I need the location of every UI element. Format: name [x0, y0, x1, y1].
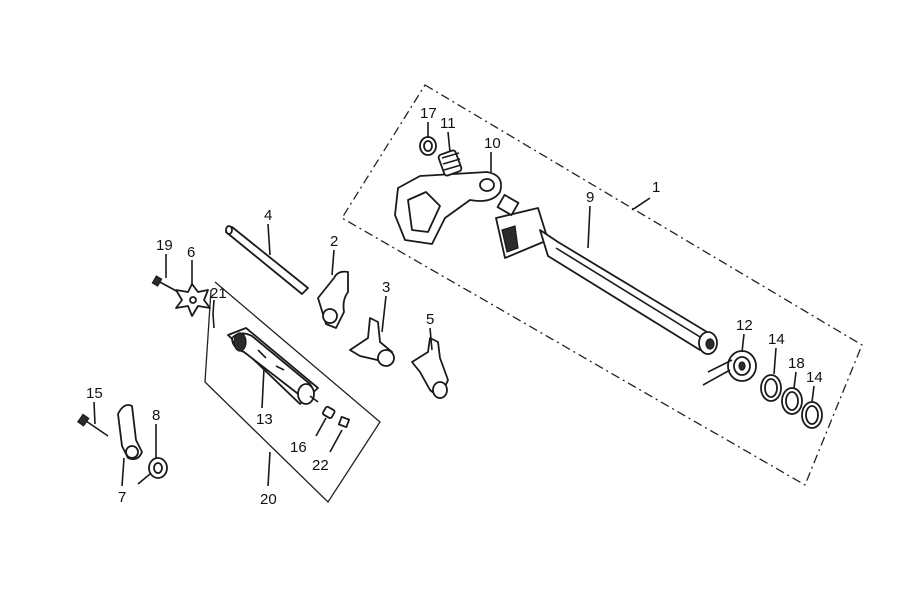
- callout-8: 8: [152, 407, 160, 424]
- shift-fork-part-5: [411, 337, 449, 399]
- callout-17: 17: [420, 105, 437, 122]
- callout-19: 19: [156, 237, 173, 254]
- fork-shaft-part-4: [225, 225, 309, 295]
- shift-fork-part-2: [317, 270, 349, 329]
- callout-2: 2: [330, 233, 338, 250]
- washer-part-18: [781, 387, 803, 415]
- callout-12: 12: [736, 317, 753, 334]
- leader-lines: [93, 122, 815, 487]
- washer-part-14b: [801, 401, 823, 429]
- callout-1: 1: [652, 179, 660, 196]
- block-part-22: [337, 415, 351, 429]
- callout-14a: 14: [768, 331, 785, 348]
- callout-3: 3: [382, 279, 390, 296]
- shift-arm-part-10: [394, 171, 502, 245]
- callout-21: 21: [210, 285, 227, 302]
- group-20-outline: [204, 281, 381, 504]
- shift-lever-part-7: [117, 404, 143, 461]
- callout-14b: 14: [806, 369, 823, 386]
- callout-15: 15: [86, 385, 103, 402]
- callout-labels: 1 2 3 4 5 6 7 8 9 10 11 12 13 14 14 15 1…: [86, 105, 823, 508]
- callout-4: 4: [264, 207, 272, 224]
- shift-shaft-part-9: [495, 194, 718, 355]
- callout-20: 20: [260, 491, 277, 508]
- callout-22: 22: [312, 457, 329, 474]
- callout-9: 9: [586, 189, 594, 206]
- shift-fork-part-3: [349, 317, 395, 367]
- callout-13: 13: [256, 411, 273, 428]
- callout-18: 18: [788, 355, 805, 372]
- washer-part-17: [419, 136, 437, 156]
- washer-part-14a: [760, 374, 782, 402]
- spring-part-16: [322, 405, 336, 419]
- callout-6: 6: [187, 244, 195, 261]
- callout-5: 5: [426, 311, 434, 328]
- callout-7: 7: [118, 489, 126, 506]
- bolt-part-19: [151, 275, 181, 294]
- spring-part-11: [437, 149, 463, 177]
- bolt-part-15: [77, 413, 109, 437]
- spring-part-8: [137, 457, 168, 485]
- group-1-outline: [341, 84, 863, 486]
- cam-plate-part-6: [175, 283, 211, 317]
- shift-drum-part-13: [227, 327, 319, 405]
- pin-part-21: [212, 313, 215, 329]
- callout-10: 10: [484, 135, 501, 152]
- callout-16: 16: [290, 439, 307, 456]
- callout-11: 11: [440, 115, 456, 132]
- torsion-spring-part-12: [702, 350, 757, 386]
